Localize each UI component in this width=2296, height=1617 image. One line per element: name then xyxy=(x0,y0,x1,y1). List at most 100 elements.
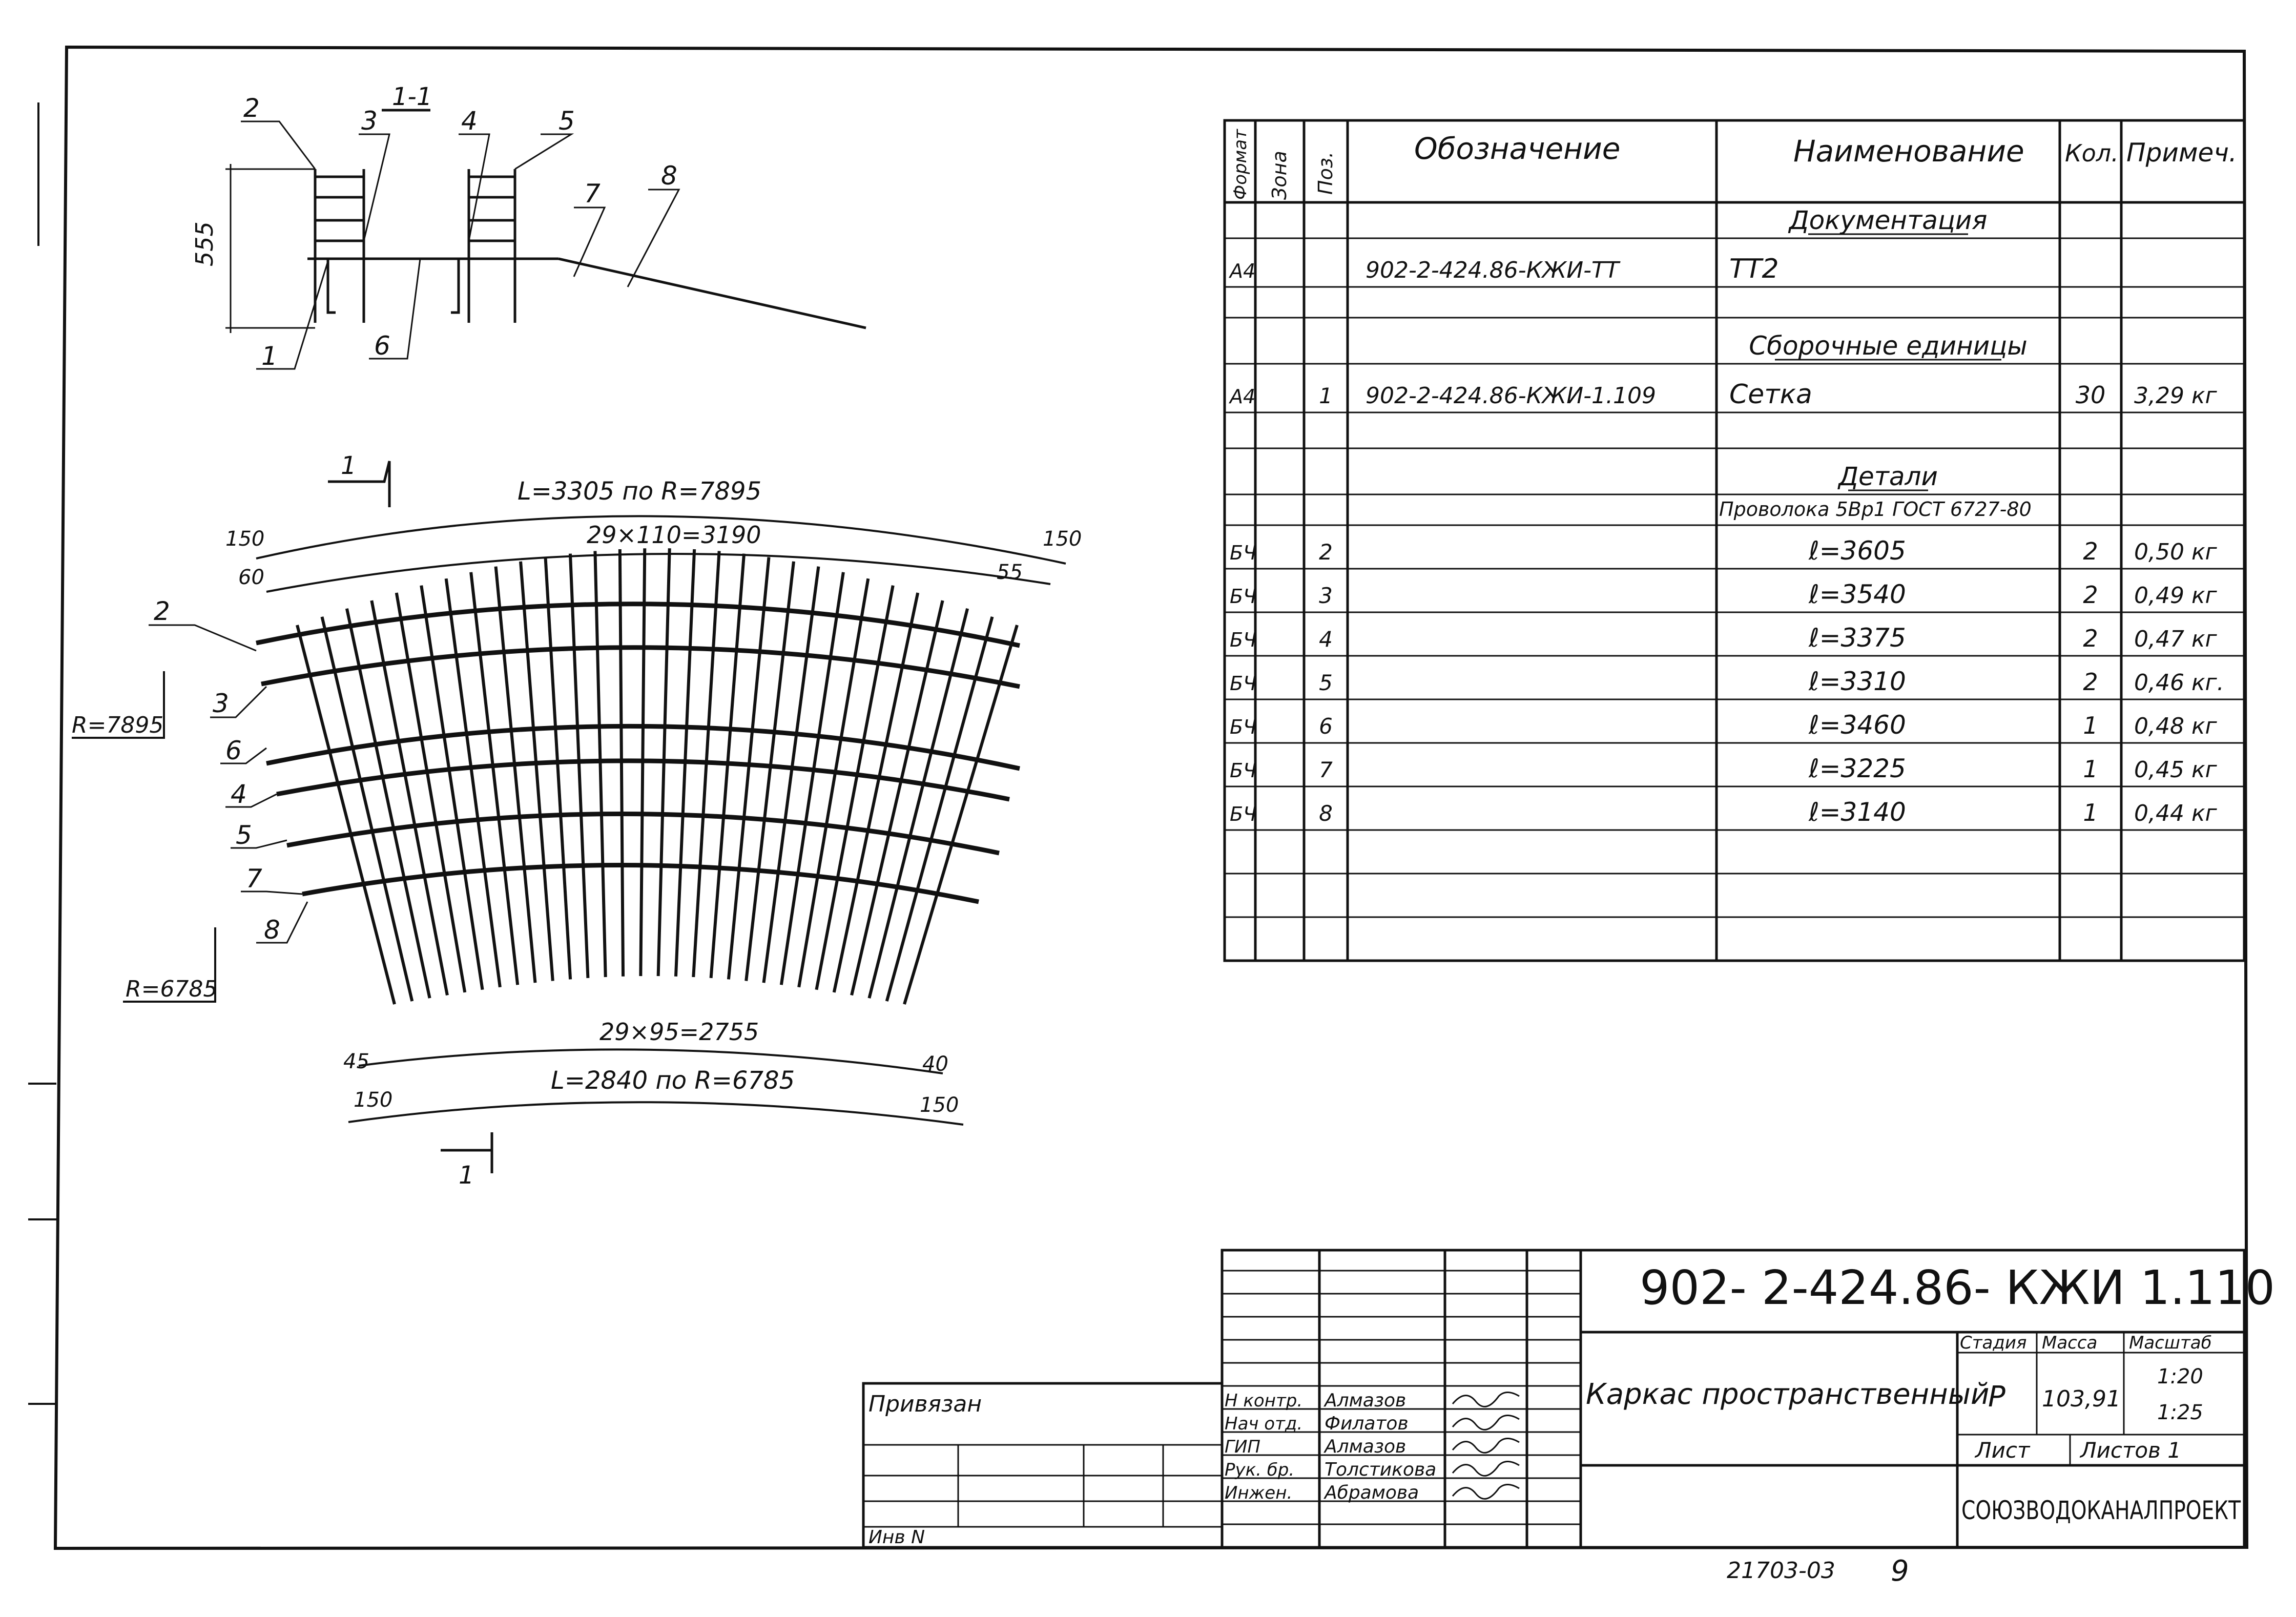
signature-name: Алмазов xyxy=(1323,1390,1406,1411)
section-label: 1-1 xyxy=(392,82,432,111)
handwritten-signature xyxy=(1452,1484,1520,1500)
radial-bar xyxy=(296,625,396,1005)
cell-format: А4 xyxy=(1228,385,1255,408)
header-zone: Зона xyxy=(1268,151,1291,200)
cell-pos: 6 xyxy=(1319,714,1333,739)
header-name: Наименование xyxy=(1793,134,2024,169)
inv-label: Инв N xyxy=(868,1527,925,1548)
cell-format: А4 xyxy=(1228,260,1255,282)
arc-inner-pitch: 29×95=2755 xyxy=(599,1018,759,1046)
cell-format: БЧ xyxy=(1230,672,1256,695)
radial-bar xyxy=(544,557,572,980)
signature-role: Инжен. xyxy=(1225,1483,1292,1503)
stage-label: Стадия xyxy=(1960,1333,2026,1353)
cell-format: БЧ xyxy=(1230,759,1256,782)
radial-bars xyxy=(296,548,1019,1005)
cell-format: БЧ xyxy=(1230,542,1256,564)
title-block: 902- 2-424.86- КЖИ 1.110 Каркас простран… xyxy=(862,1249,2275,1549)
margin-marks xyxy=(28,102,56,1405)
dim-left-bottom: 150 xyxy=(354,1088,392,1112)
cell-format: БЧ xyxy=(1230,585,1256,608)
radial-bar xyxy=(494,566,537,983)
sheet-label: Лист xyxy=(1974,1438,2031,1463)
radial-bar xyxy=(797,578,870,988)
radius-inner: R=6785 xyxy=(126,976,217,1002)
cell-pos: 1 xyxy=(1319,383,1333,408)
arc-inner-label: L=2840 по R=6785 xyxy=(551,1066,795,1095)
cell-pos: 5 xyxy=(1319,670,1333,695)
stage-value: Р xyxy=(1988,1380,2005,1414)
cell-name: ℓ=3225 xyxy=(1808,754,1906,783)
radial-bar xyxy=(469,572,520,985)
radial-bar xyxy=(420,585,484,990)
cell-name: ℓ=3375 xyxy=(1808,623,1906,653)
handwritten-signature xyxy=(1452,1438,1520,1454)
section-mark-bottom: 1 xyxy=(459,1161,474,1190)
radial-bar xyxy=(832,592,920,993)
handwritten-signature xyxy=(1452,1461,1520,1477)
callout-5: 5 xyxy=(559,106,575,136)
cell-section: Сборочные единицы xyxy=(1749,331,2028,361)
doc-code: 902- 2-424.86- КЖИ 1.110 xyxy=(1640,1260,2275,1315)
signature-name: Алмазов xyxy=(1323,1436,1406,1457)
cell-format: БЧ xyxy=(1230,629,1256,651)
cell-pos: 4 xyxy=(1319,627,1333,652)
radial-bar xyxy=(692,551,721,978)
signature-role: Нач отд. xyxy=(1225,1414,1302,1434)
mesh-plan: 1 1 L=3305 по R=7895 29×110=3190 150 60 … xyxy=(72,451,1082,1190)
privyazan-label: Привязан xyxy=(868,1391,982,1417)
cell-code: 902-2-424.86-КЖИ-ТТ xyxy=(1366,257,1621,283)
plan-callout-2: 2 xyxy=(154,596,170,626)
plan-callout-3: 3 xyxy=(213,689,229,718)
cell-code: 902-2-424.86-КЖИ-1.109 xyxy=(1366,383,1656,409)
section-1-1: 1-1 555 2 3 4 5 xyxy=(191,82,866,371)
dim-left-bottom-offset: 45 xyxy=(343,1050,369,1073)
radial-bar xyxy=(519,561,554,981)
radial-bar xyxy=(674,549,696,977)
arc-outer-pitch: 29×110=3190 xyxy=(587,521,761,549)
callout-7: 7 xyxy=(584,179,601,209)
radial-bar xyxy=(568,553,590,979)
radial-bar xyxy=(618,549,625,977)
callout-4: 4 xyxy=(461,106,478,136)
header-format: Формат xyxy=(1230,129,1251,200)
radial-bar xyxy=(867,608,969,999)
cell-name: Сетка xyxy=(1729,379,1812,410)
callout-3: 3 xyxy=(361,106,378,136)
footer-page: 9 xyxy=(1891,1554,1909,1588)
cell-pos: 2 xyxy=(1319,540,1333,565)
cell-section: Детали xyxy=(1837,462,1938,491)
radial-bar xyxy=(656,548,671,977)
cell-note: 0,44 кг xyxy=(2134,800,2218,826)
radial-bar xyxy=(395,592,467,993)
header-qty: Кол. xyxy=(2065,139,2119,167)
cell-name: ℓ=3460 xyxy=(1808,710,1906,740)
radial-bar xyxy=(709,553,746,979)
radial-bar xyxy=(593,551,607,978)
cell-pos: 8 xyxy=(1319,801,1333,826)
radial-bar xyxy=(727,557,771,980)
dim-right-bottom-offset: 40 xyxy=(922,1052,948,1076)
radial-bar xyxy=(779,572,845,985)
radial-bar xyxy=(762,566,820,983)
cell-note: 0,48 кг xyxy=(2134,713,2218,739)
cell-section: Документация xyxy=(1788,205,1988,235)
signature-name: Толстикова xyxy=(1325,1459,1436,1480)
handwritten-signature xyxy=(1452,1392,1520,1407)
drawing-title: Каркас пространственный xyxy=(1586,1378,1989,1411)
section-height-dim: 555 xyxy=(191,221,218,266)
sheet-frame xyxy=(53,45,2249,1550)
signature-name: Филатов xyxy=(1325,1413,1409,1434)
mass-label: Масса xyxy=(2042,1333,2097,1353)
callout-2: 2 xyxy=(243,93,260,123)
radial-bar xyxy=(744,561,795,981)
cell-qty: 2 xyxy=(2083,537,2098,565)
radial-bar xyxy=(639,548,647,977)
dim-right-top: 150 xyxy=(1043,527,1082,551)
cell-qty: 1 xyxy=(2083,799,2098,826)
radius-outer: R=7895 xyxy=(72,712,163,738)
cell-pos: 3 xyxy=(1319,583,1333,608)
cell-note: 3,29 кг xyxy=(2134,383,2218,409)
